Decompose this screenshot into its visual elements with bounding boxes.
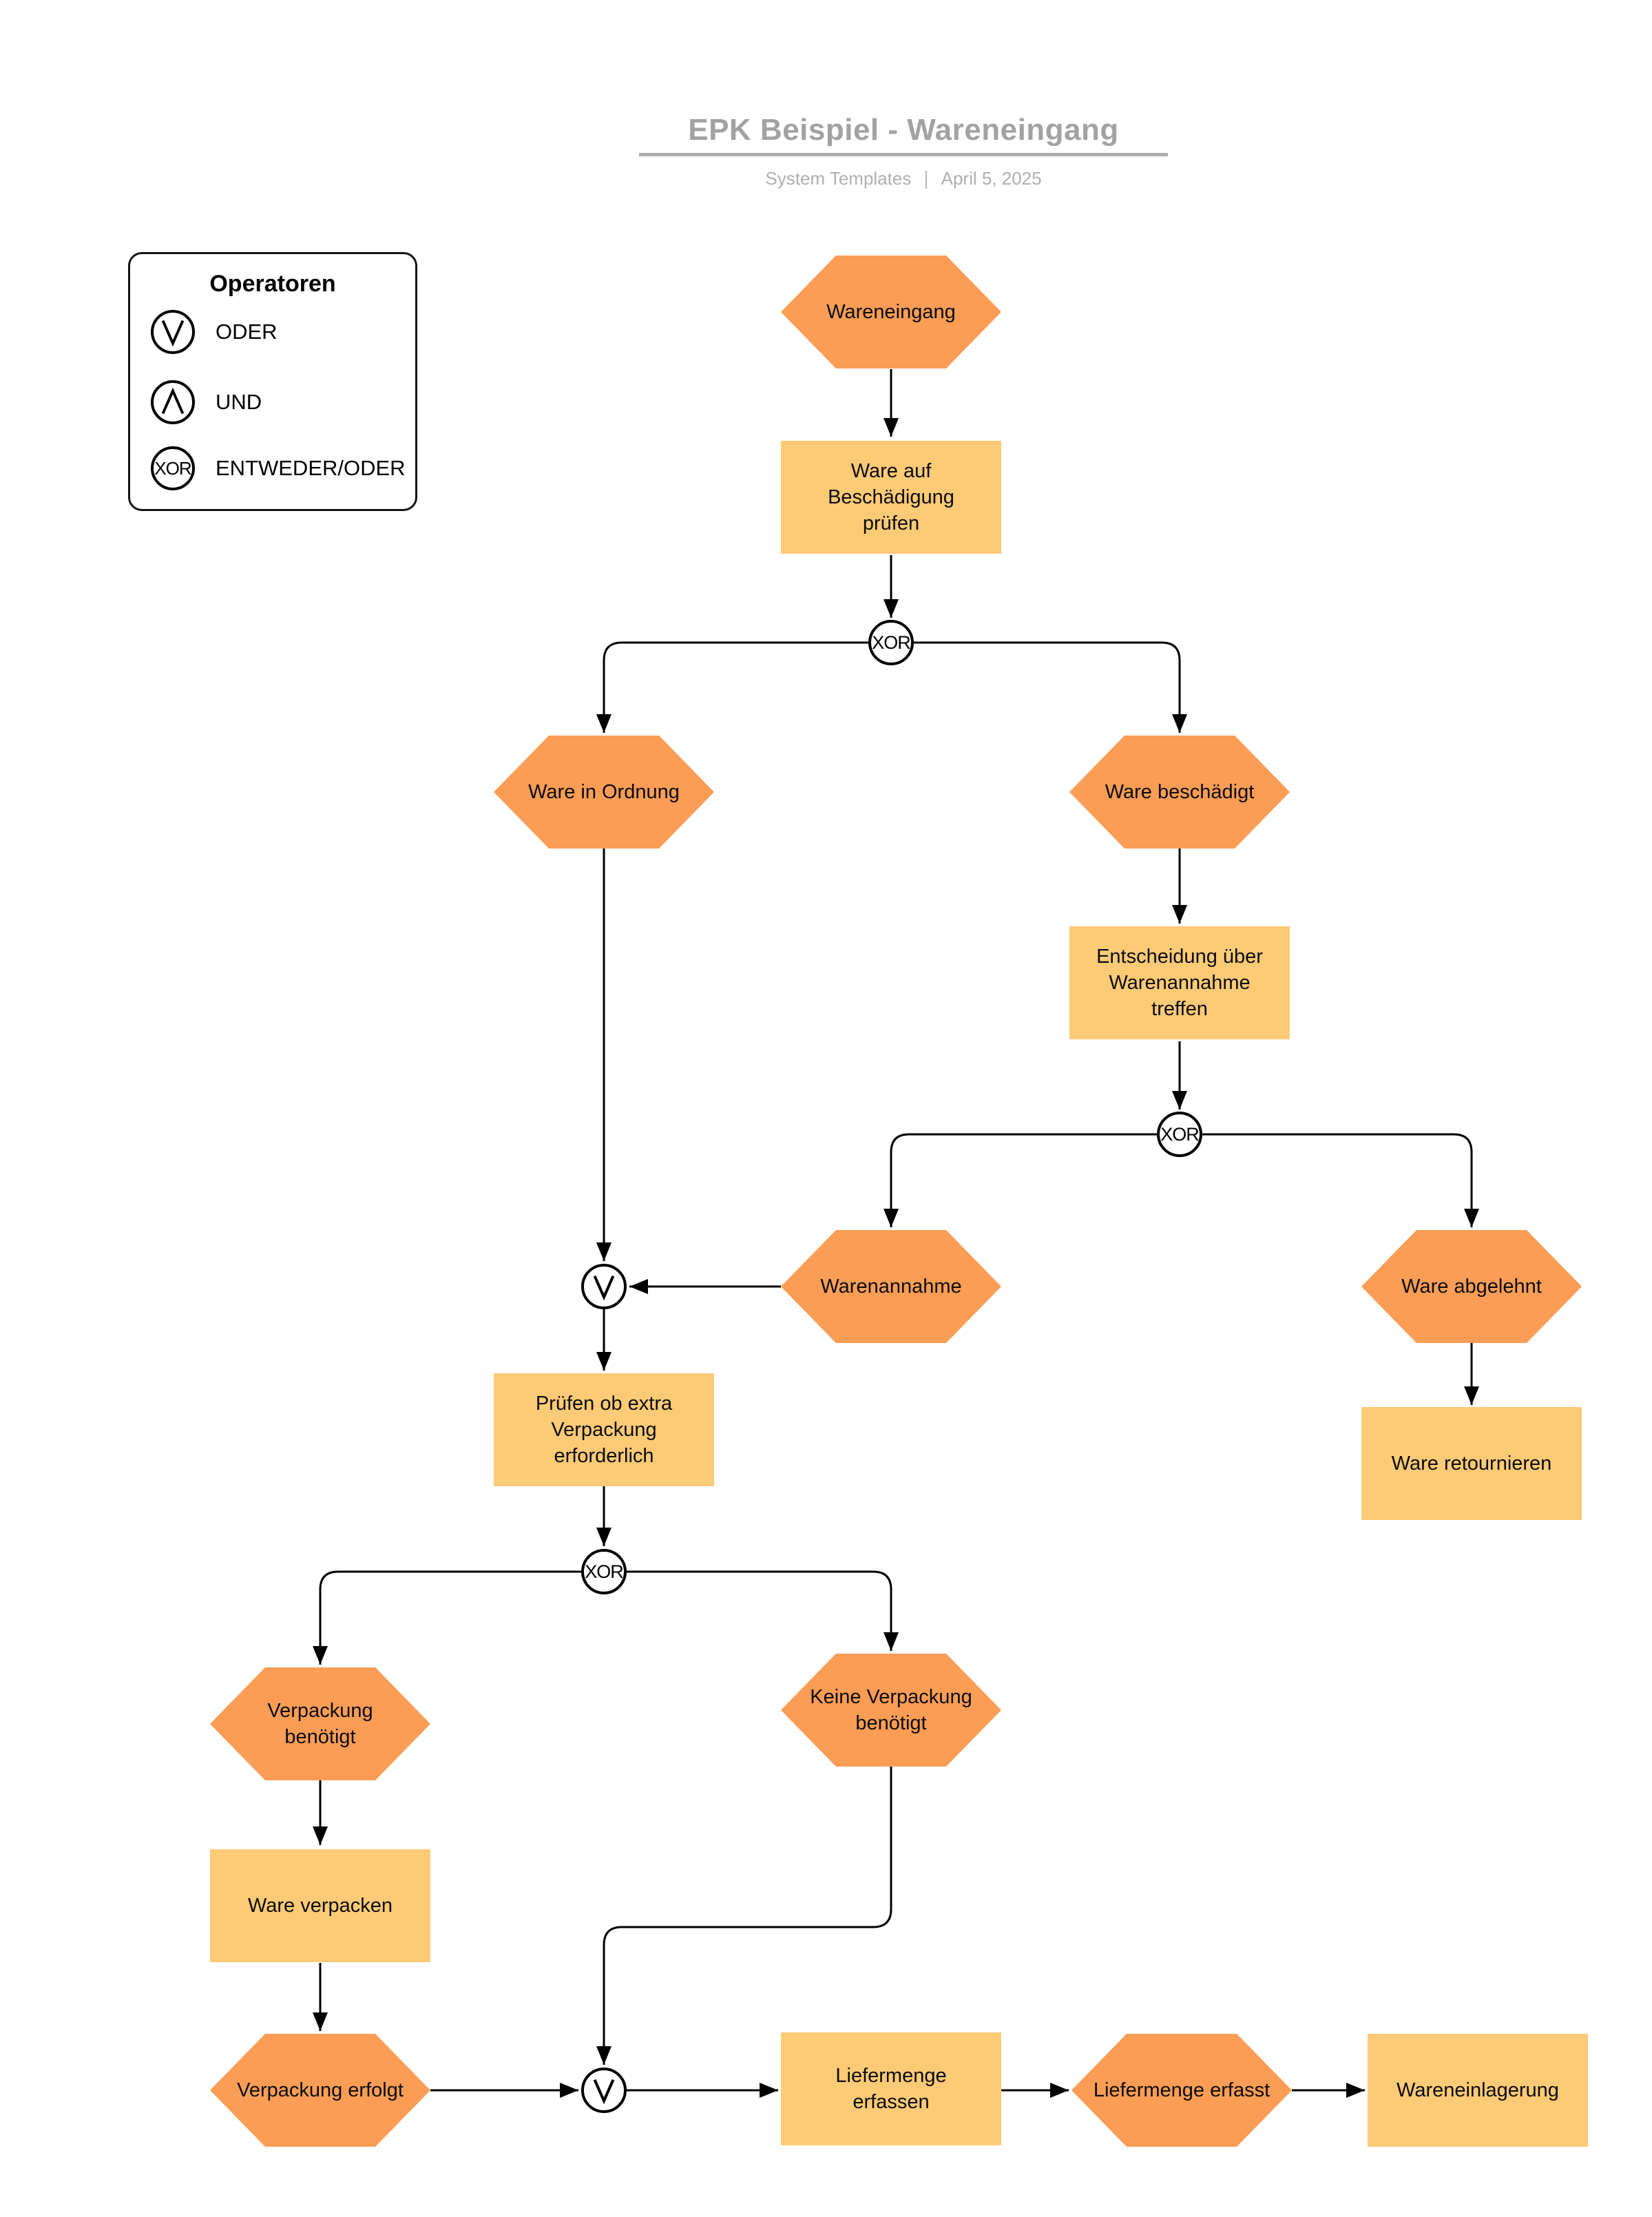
subtitle-date: April 5, 2025 <box>941 167 1042 189</box>
edge-xor2-to-ware-abgelehnt <box>1202 1133 1479 1227</box>
xor-operator-text: XOR <box>585 1561 624 1582</box>
function-pruefen-ob-extra-verpackung: Prüfen ob extra Verpackung erforderlich <box>494 1373 714 1486</box>
or-v-icon <box>593 2079 615 2105</box>
function-label: Prüfen ob extra Verpackung erforderlich <box>535 1393 673 1467</box>
xor-operator-text: XOR <box>872 632 911 653</box>
event-label: Ware in Ordnung <box>528 781 680 803</box>
event-label: Wareneingang <box>826 301 956 323</box>
legend-item-und: UND <box>151 379 262 425</box>
function-label: Entscheidung über Warenannahme treffen <box>1096 946 1263 1020</box>
event-label: Ware abgelehnt <box>1401 1276 1542 1298</box>
edge-keine-verpackung-to-oder2 <box>596 1767 892 2065</box>
operator-xor-3: XOR <box>581 1549 627 1594</box>
edge-xor3-to-verpackung-benoetigt <box>313 1570 583 1665</box>
function-entscheidung-ueber-warenannahme: Entscheidung über Warenannahme treffen <box>1069 926 1290 1039</box>
legend-item-xor: XOR ENTWEDER/ODER <box>151 446 406 491</box>
event-wareneingang: Wareneingang <box>781 256 1001 368</box>
edge-xor2-to-warenannahme <box>883 1133 1157 1227</box>
edge-xor1-to-ware-beschaedigt <box>914 641 1187 733</box>
edge-xor1-to-ware-in-ordnung <box>596 641 868 733</box>
subtitle: System Templates | April 5, 2025 <box>639 167 1168 189</box>
legend-item-oder: ODER <box>151 309 278 355</box>
event-label: Verpackung erfolgt <box>237 2079 404 2101</box>
event-warenannahme: Warenannahme <box>781 1230 1001 1343</box>
legend-title: Operatoren <box>209 271 336 297</box>
title-underline <box>639 153 1168 156</box>
or-operator-icon <box>151 310 195 354</box>
function-liefermenge-erfassen: Liefermenge erfassen <box>781 2032 1001 2145</box>
function-label: Liefermenge erfassen <box>835 2065 947 2113</box>
or-v-icon <box>593 1275 615 1301</box>
event-label: Warenannahme <box>820 1276 962 1298</box>
page-title: EPK Beispiel - Wareneingang <box>688 113 1119 147</box>
and-operator-icon <box>151 380 195 424</box>
subtitle-brand: System Templates <box>765 167 912 189</box>
function-label: Ware auf Beschädigung prüfen <box>828 460 954 534</box>
and-wedge-icon <box>161 387 185 415</box>
function-wareneinlagerung: Wareneinlagerung <box>1368 2034 1588 2147</box>
xor-icon-text: XOR <box>154 458 191 479</box>
operator-xor-1: XOR <box>868 620 914 665</box>
function-ware-retournieren: Ware retournieren <box>1361 1407 1582 1520</box>
legend-item-label: ENTWEDER/ODER <box>216 456 406 480</box>
operator-xor-2: XOR <box>1157 1112 1202 1157</box>
function-label: Wareneinlagerung <box>1397 2079 1559 2101</box>
or-v-icon <box>161 320 185 347</box>
function-label: Ware retournieren <box>1391 1453 1552 1475</box>
event-label: Ware beschädigt <box>1105 781 1255 803</box>
xor-operator-text: XOR <box>1160 1123 1200 1145</box>
function-label: Ware verpacken <box>247 1895 393 1917</box>
diagram-header: EPK Beispiel - Wareneingang System Templ… <box>639 113 1168 189</box>
subtitle-separator: | <box>923 167 929 189</box>
function-ware-auf-beschaedigung-pruefen: Ware auf Beschädigung prüfen <box>781 441 1001 554</box>
legend-operators: Operatoren ODER UND XOR ENTWEDER/ODER <box>128 252 417 511</box>
function-ware-verpacken: Ware verpacken <box>210 1849 430 1962</box>
edge-xor3-to-keine-verpackung <box>625 1570 899 1651</box>
event-ware-beschaedigt: Ware beschädigt <box>1069 736 1290 849</box>
operator-oder-2 <box>581 2068 627 2113</box>
xor-operator-icon: XOR <box>151 446 195 490</box>
legend-item-label: ODER <box>216 320 278 344</box>
event-label: Verpackung benötigt <box>267 1700 373 1748</box>
legend-item-label: UND <box>216 390 262 414</box>
event-ware-in-ordnung: Ware in Ordnung <box>494 736 714 849</box>
event-label: Keine Verpackung benötigt <box>810 1686 972 1734</box>
operator-oder-1 <box>581 1264 627 1309</box>
event-label: Liefermenge erfasst <box>1093 2079 1271 2101</box>
